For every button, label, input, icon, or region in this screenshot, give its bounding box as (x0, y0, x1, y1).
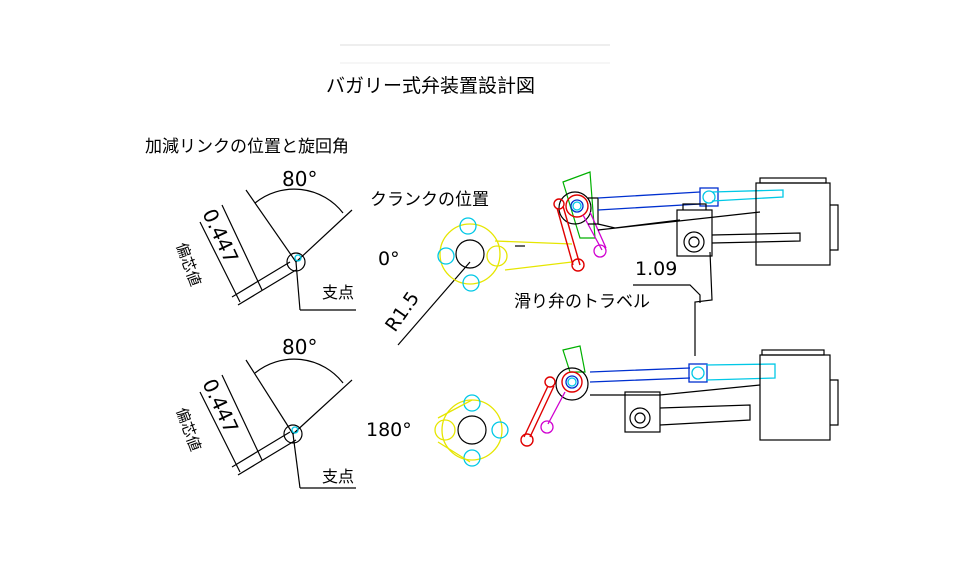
lower-valve-gear (520, 345, 839, 447)
drawing-title: バガリー式弁装置設計図 (326, 75, 535, 97)
upper-eccentric-label: 偏芯値 (172, 240, 204, 288)
upper-crank: 0° R1.5 (378, 217, 573, 346)
upper-link-diagram: 80° 0.447 偏芯値 支点 (172, 167, 356, 311)
lower-crank: 180° (366, 394, 509, 467)
lower-link-diagram: 80° 0.447 偏芯値 支点 (172, 335, 356, 489)
lower-crank-angle: 180° (366, 419, 412, 441)
link-heading: 加減リンクの位置と旋回角 (145, 137, 349, 157)
crank-heading: クランクの位置 (370, 190, 489, 210)
upper-pivot-label: 支点 (322, 283, 354, 302)
lower-angle: 80° (282, 335, 317, 359)
upper-angle: 80° (282, 167, 317, 191)
lower-eccentric-label: 偏芯値 (172, 405, 204, 453)
travel-value: 1.09 (635, 258, 677, 280)
lower-pivot-label: 支点 (322, 467, 354, 486)
upper-crank-angle: 0° (378, 248, 400, 270)
crank-radius: R1.5 (381, 288, 424, 336)
travel-label: 滑り弁のトラベル (514, 292, 650, 312)
upper-valve-gear: 1.09 滑り弁のトラベル (514, 171, 839, 356)
